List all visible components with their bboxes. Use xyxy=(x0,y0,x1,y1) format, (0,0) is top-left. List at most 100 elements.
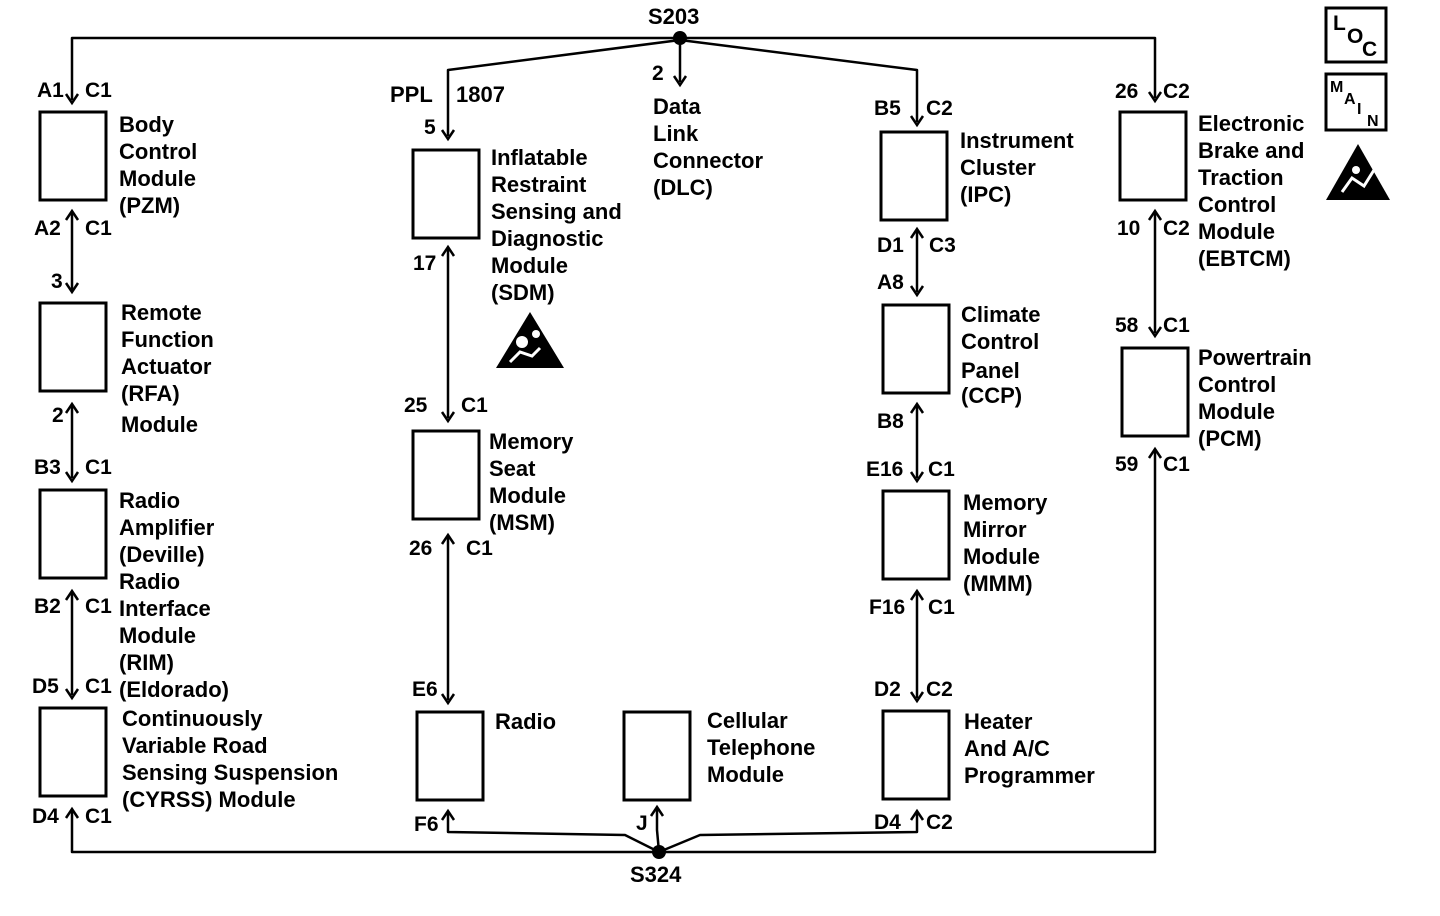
sdm-box xyxy=(411,148,481,240)
dlc-label: Data Link Connector (DLC) xyxy=(653,94,769,200)
conn-hvac-bot: C2 xyxy=(926,811,953,834)
pin-bcm-top: A1 xyxy=(37,79,64,102)
ccp-box xyxy=(881,303,951,395)
connector-mmm-top xyxy=(909,471,925,484)
connector-ebtcm-top xyxy=(1147,91,1163,104)
amp-label: Radio Amplifier (Deville) Radio Interfac… xyxy=(119,488,229,702)
ebtcm-label: Electronic Brake and Traction Control Mo… xyxy=(1198,111,1311,271)
pin-mmm-top: E16 xyxy=(866,458,903,481)
hvac-box xyxy=(881,709,951,801)
splice-s203-label: S203 xyxy=(648,4,699,29)
connector-bcm-top xyxy=(64,93,80,106)
splice-s324-label: S324 xyxy=(630,862,682,887)
conn-ebtcm-top: C2 xyxy=(1163,80,1190,103)
pin-ipc-top: B5 xyxy=(874,97,901,120)
ipc-box xyxy=(879,130,949,222)
phone-box xyxy=(622,710,692,802)
pin-radio-bot: F6 xyxy=(414,813,439,836)
phone-return-wire xyxy=(655,808,661,853)
conn-mmm-bot: C1 xyxy=(928,596,955,619)
conn-hvac-top: C2 xyxy=(926,678,953,701)
pin-hvac-bot: D4 xyxy=(874,811,901,834)
pin-ccp-top: A8 xyxy=(877,271,904,294)
connector-msm-bot xyxy=(440,532,456,545)
cvrss-label: Continuously Variable Road Sensing Suspe… xyxy=(122,706,345,812)
conn-msm-bot: C1 xyxy=(466,537,493,560)
pin-pcm-top: 58 xyxy=(1115,314,1139,337)
pin-rfa-top: 3 xyxy=(51,270,63,293)
rfa-label: Remote Function Actuator (RFA) Module xyxy=(121,300,220,437)
ebtcm-box xyxy=(1118,110,1188,202)
pin-msm-bot: 26 xyxy=(409,537,432,560)
connector-bcm-bot xyxy=(64,208,80,221)
pin-pcm-bot: 59 xyxy=(1115,453,1138,476)
ipc-label: Instrument Cluster (IPC) xyxy=(960,128,1080,207)
ccp-label: Climate Control Panel (CCP) xyxy=(961,302,1047,408)
conn-amp-bot: C1 xyxy=(85,595,112,618)
conn-amp-top: C1 xyxy=(85,456,112,479)
pin-amp-bot: B2 xyxy=(34,595,61,618)
sdm-feed-wire xyxy=(446,38,681,136)
connector-pcm-top xyxy=(1147,326,1163,339)
connector-sdm-bot xyxy=(440,244,456,257)
pin-ebtcm-top: 26 xyxy=(1115,80,1138,103)
conn-pcm-bot: C1 xyxy=(1163,453,1190,476)
pin-cvrss-top: D5 xyxy=(32,675,59,698)
pin-hvac-top: D2 xyxy=(874,678,901,701)
svg-text:O: O xyxy=(1347,25,1363,48)
conn-mmm-top: C1 xyxy=(928,458,955,481)
bottom-bus-right-wire xyxy=(659,450,1157,854)
pin-dlc: 2 xyxy=(652,62,664,85)
rfa-box xyxy=(38,301,108,393)
connector-radio-top xyxy=(440,693,456,706)
pin-bcm-bot: A2 xyxy=(34,217,61,240)
connector-phone xyxy=(649,804,665,817)
pcm-box xyxy=(1120,346,1190,438)
pin-msm-top: 25 xyxy=(404,394,428,417)
conn-ebtcm-bot: C2 xyxy=(1163,217,1190,240)
connector-hvac-top xyxy=(909,691,925,704)
connector-ipc-top xyxy=(909,115,925,128)
svg-text:I: I xyxy=(1357,101,1361,118)
pin-radio-top: E6 xyxy=(412,678,438,701)
conn-pcm-top: C1 xyxy=(1163,314,1190,337)
conn-cvrss-bot: C1 xyxy=(85,805,112,828)
main-icon[interactable]: M A I N xyxy=(1324,72,1388,132)
conn-bcm-top: C1 xyxy=(85,79,112,102)
svg-text:M: M xyxy=(1330,79,1343,96)
splice-s324-dot xyxy=(652,845,666,859)
msm-box xyxy=(411,429,481,521)
connector-cvrss-bot xyxy=(64,806,80,819)
mmm-box xyxy=(881,489,951,581)
bottom-bus-left-wire xyxy=(70,810,659,854)
esd-warning-icon xyxy=(1326,144,1390,200)
pin-phone: J xyxy=(636,812,648,835)
phone-label: Cellular Telephone Module xyxy=(707,708,822,787)
svg-text:C: C xyxy=(1362,38,1377,61)
pin-mmm-bot: F16 xyxy=(869,596,905,619)
loc-icon[interactable]: L O C xyxy=(1324,6,1388,64)
pin-cvrss-bot: D4 xyxy=(32,805,59,828)
svg-text:L: L xyxy=(1333,12,1346,35)
conn-msm-top: C1 xyxy=(461,394,488,417)
radio-box xyxy=(415,710,485,802)
airbag-warning-icon xyxy=(496,312,564,368)
wire-circuit-label: 1807 xyxy=(456,82,505,107)
bcm-box xyxy=(38,110,108,202)
wire-color-label: PPL xyxy=(390,82,433,107)
wires xyxy=(70,36,1157,854)
hvac-return-wire xyxy=(658,812,919,854)
sdm-label: Inflatable Restraint Sensing and Diagnos… xyxy=(491,145,628,305)
connector-sdm-top xyxy=(440,129,456,142)
svg-text:N: N xyxy=(1367,113,1379,130)
radio-label: Radio xyxy=(495,709,556,734)
radio-return-wire xyxy=(446,812,660,854)
connector-rfa-bot xyxy=(64,401,80,414)
connector-amp-bot xyxy=(64,588,80,601)
connector-dlc xyxy=(672,75,688,88)
svg-text:A: A xyxy=(1344,91,1356,108)
connector-radio-bot xyxy=(440,808,456,821)
pin-ccp-bot: B8 xyxy=(877,410,904,433)
connector-ipc-bot xyxy=(909,226,925,239)
